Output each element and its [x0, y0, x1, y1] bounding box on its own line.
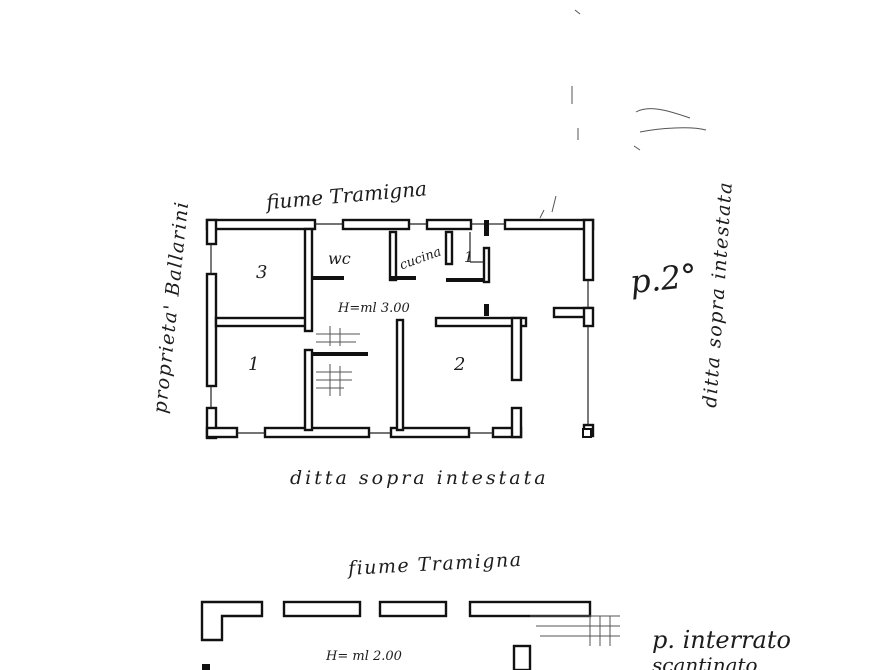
upper-floor-plan: 3 1 2 1 wc cucina H=ml 3.00 fiume Tramig… [149, 176, 737, 489]
scan-marks [539, 9, 707, 219]
upper-floor-label: p.2° [628, 256, 699, 301]
inner-walls [214, 220, 528, 432]
upper-east-label: ditta sopra intestata [699, 180, 737, 408]
room-label-d: 1 [464, 248, 474, 266]
basement-height-label: H= ml 2.00 [325, 649, 402, 664]
upper-north-label: fiume Tramigna [263, 176, 428, 214]
room-label-a: 3 [256, 262, 267, 283]
upper-west-label: proprieta' Ballarini [149, 200, 193, 415]
basement-north-label-text: fiume Tramigna [346, 549, 523, 580]
room-label-c: 2 [453, 354, 465, 375]
room-label-wc: wc [328, 249, 351, 268]
column-markers [210, 223, 592, 438]
basement-floor-label: p. interrato [652, 626, 791, 654]
room-label-b: 1 [248, 354, 259, 375]
basement-sub-label: scantinato [652, 653, 758, 670]
stair-hatching [316, 326, 360, 396]
room-label-kitchen: cucina [398, 245, 444, 274]
basement-walls [200, 600, 620, 670]
upper-south-label: ditta sopra intestata [290, 467, 549, 489]
upper-height-label: H=ml 3.00 [337, 301, 410, 316]
basement-plan: fiume Tramigna H= ml 2.00 p. interrato s… [200, 549, 791, 670]
